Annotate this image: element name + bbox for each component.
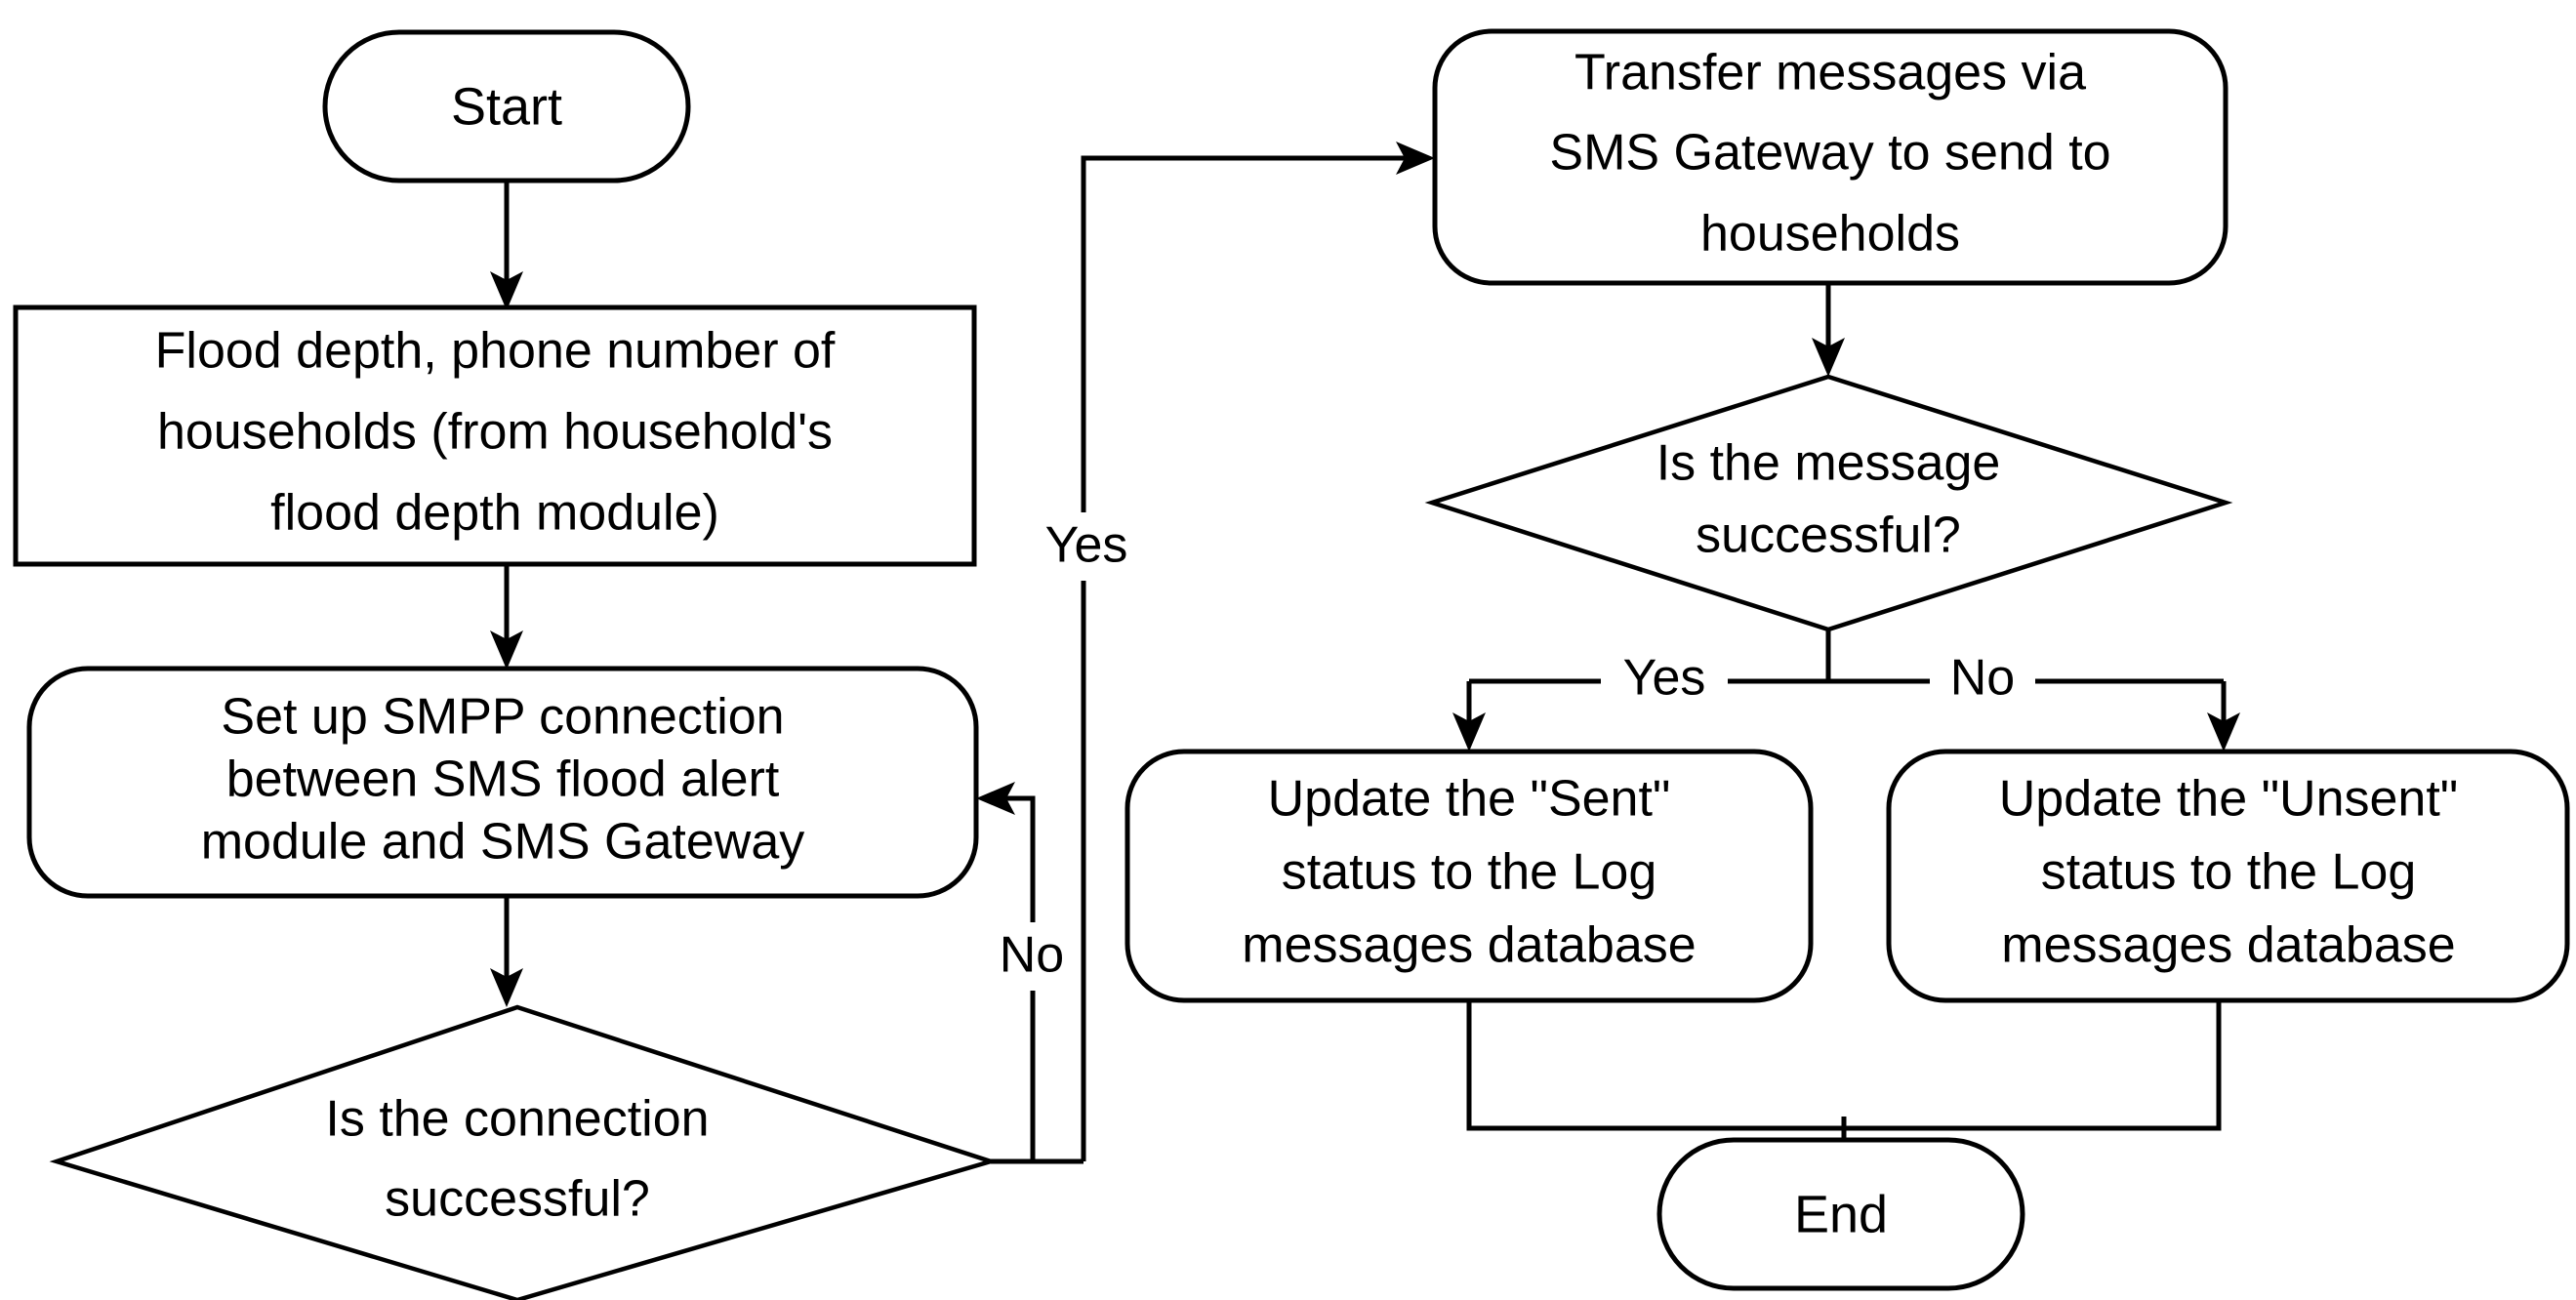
update-sent-line2: status to the Log	[1282, 844, 1657, 901]
start-label: Start	[451, 77, 562, 136]
update-unsent-line3: messages database	[2001, 917, 2455, 974]
edge-update-sent-to-merge	[1466, 1000, 2222, 1131]
end-shape	[1656, 1137, 2025, 1291]
input-flood-depth-line2: households (from household's	[157, 404, 833, 461]
connection-decision-shape	[49, 1004, 999, 1300]
node-setup-smpp[interactable]: Set up SMPP connection between SMS flood…	[26, 666, 979, 899]
edge-label-message-yes: Yes	[1623, 650, 1706, 707]
update-sent-shape	[1124, 749, 1814, 1003]
setup-smpp-line1: Set up SMPP connection	[221, 689, 784, 746]
message-decision-line1: Is the message	[1656, 435, 2001, 492]
update-unsent-line1: Update the "Unsent"	[1999, 771, 2459, 828]
update-unsent-shape	[1886, 749, 2570, 1003]
input-flood-depth-shape	[13, 305, 977, 567]
node-start[interactable]: Start	[322, 29, 691, 183]
transfer-messages-line1: Transfer messages via	[1574, 45, 2086, 102]
end-label: End	[1794, 1185, 1888, 1243]
update-sent-line3: messages database	[1242, 917, 1696, 974]
edge-label-layer: Yes No Yes No	[986, 512, 2035, 991]
edge-label-message-no: No	[1950, 650, 2015, 707]
transfer-messages-line3: households	[1700, 206, 1960, 263]
setup-smpp-line3: module and SMS Gateway	[201, 814, 805, 871]
message-decision-line2: successful?	[1696, 508, 1961, 564]
connection-decision-line2: successful?	[385, 1171, 650, 1228]
start-shape	[322, 29, 691, 183]
connection-yes-label-bg	[1035, 512, 1142, 581]
transfer-messages-line2: SMS Gateway to send to	[1549, 125, 2110, 182]
edge-setup-to-connection-decision	[490, 896, 523, 1007]
edge-message-no-to-update-unsent	[2207, 681, 2240, 752]
update-unsent-line2: status to the Log	[2041, 844, 2417, 901]
edge-connection-yes-to-transfer	[1081, 142, 1435, 1161]
node-end[interactable]: End	[1656, 1137, 2025, 1291]
edge-connection-no-loop	[976, 782, 1036, 1161]
node-update-unsent[interactable]: Update the "Unsent" status to the Log me…	[1886, 749, 2570, 1003]
edge-transfer-to-message-decision	[1812, 283, 1845, 377]
edge-input-to-setup	[490, 564, 523, 670]
node-update-sent[interactable]: Update the "Sent" status to the Log mess…	[1124, 749, 1814, 1003]
message-no-label-bg	[1930, 652, 2035, 712]
setup-smpp-shape	[26, 666, 979, 899]
setup-smpp-line2: between SMS flood alert	[226, 752, 780, 808]
node-connection-decision[interactable]: Is the connection successful?	[49, 1004, 999, 1300]
edge-label-connection-yes: Yes	[1045, 517, 1128, 574]
transfer-messages-shape	[1432, 28, 2228, 286]
connection-no-label-bg	[986, 922, 1079, 991]
update-sent-line1: Update the "Sent"	[1268, 771, 1671, 828]
edge-start-to-input	[490, 181, 523, 310]
edge-label-connection-no: No	[1000, 927, 1064, 984]
message-decision-shape	[1424, 374, 2233, 632]
input-flood-depth-line3: flood depth module)	[270, 485, 719, 542]
input-flood-depth-line1: Flood depth, phone number of	[155, 323, 836, 380]
node-message-decision[interactable]: Is the message successful?	[1424, 374, 2233, 632]
connection-decision-line1: Is the connection	[325, 1091, 709, 1148]
node-input-flood-depth[interactable]: Flood depth, phone number of households …	[13, 305, 977, 567]
message-yes-label-bg	[1601, 652, 1728, 712]
edge-message-yes-to-update-sent	[1452, 681, 1486, 752]
node-transfer-messages[interactable]: Transfer messages via SMS Gateway to sen…	[1432, 28, 2228, 286]
